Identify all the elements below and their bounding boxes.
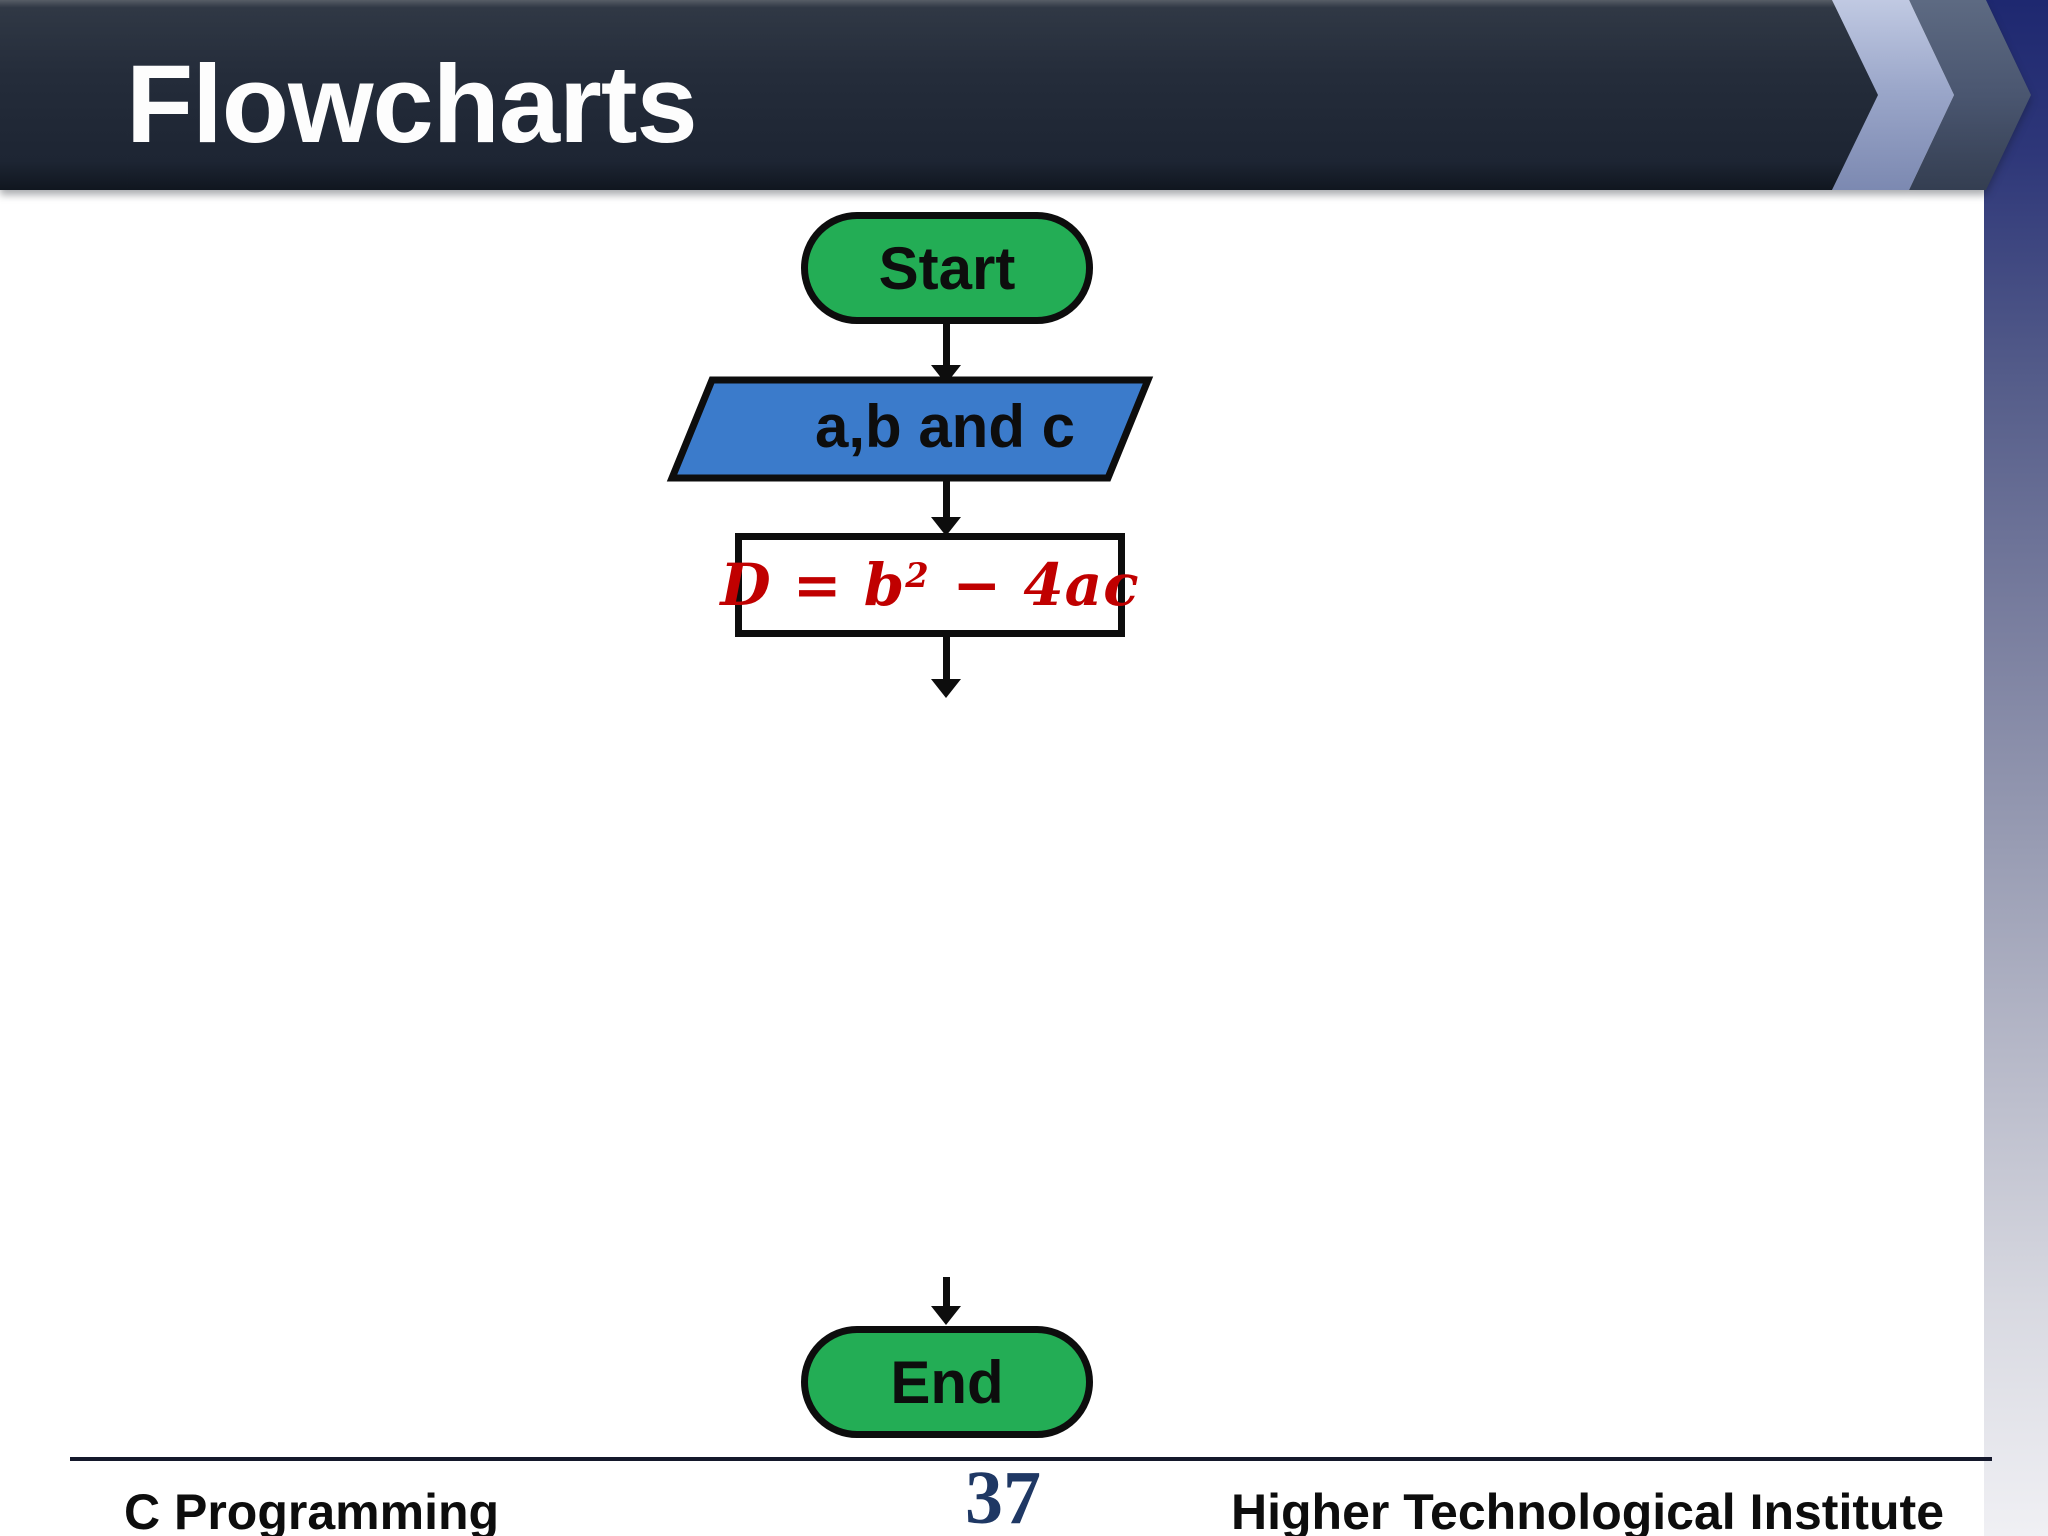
flow-arrow-input-to-process bbox=[930, 475, 962, 536]
footer-course-name: C Programming bbox=[124, 1484, 500, 1536]
arrow-head-icon bbox=[931, 679, 961, 698]
flow-arrow-below-process bbox=[930, 635, 962, 698]
arrow-stem bbox=[942, 475, 950, 517]
arrow-stem bbox=[942, 321, 950, 365]
arrow-stem bbox=[942, 635, 950, 679]
flowchart-process-node: D = b2 − 4ac bbox=[720, 533, 1139, 637]
slide-header: Flowcharts bbox=[0, 0, 2048, 200]
start-node-label: Start bbox=[878, 234, 1016, 302]
footer-divider-line bbox=[70, 1457, 1992, 1461]
arrow-head-icon bbox=[931, 1306, 961, 1325]
flowchart-input-parallelogram bbox=[666, 376, 1154, 482]
end-node-label: End bbox=[890, 1348, 1004, 1416]
arrow-head-icon bbox=[931, 517, 961, 536]
side-accent-strip bbox=[1984, 0, 2048, 1536]
footer-institution-name: Higher Technological Institute bbox=[1230, 1484, 1944, 1536]
formula-superscript: 2 bbox=[905, 554, 930, 595]
flow-arrow-into-end bbox=[930, 1277, 962, 1325]
header-banner: Flowcharts bbox=[0, 0, 1878, 190]
slide-title: Flowcharts bbox=[126, 43, 697, 166]
arrow-stem bbox=[942, 1277, 950, 1306]
flowchart-end-node: End bbox=[801, 1326, 1093, 1438]
page-number: 37 bbox=[965, 1456, 1041, 1536]
input-node-label: a,b and c bbox=[814, 392, 1076, 460]
flowchart-start-node: Start bbox=[801, 212, 1093, 324]
discriminant-formula: D = b2 − 4ac bbox=[720, 551, 1140, 619]
